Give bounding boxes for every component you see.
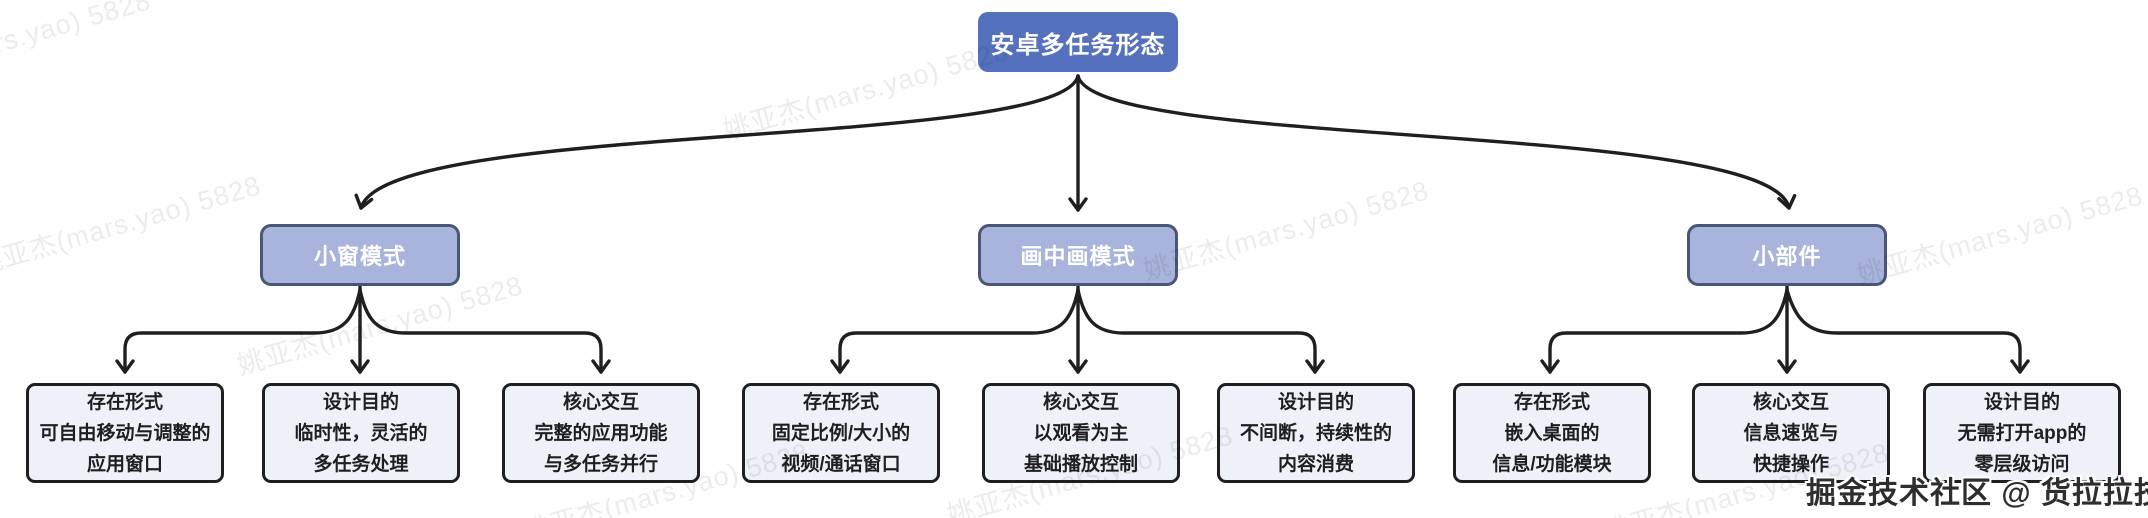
- root-node: 安卓多任务形态: [978, 12, 1178, 72]
- edge-branch3-leaf3: [1785, 288, 2030, 374]
- leaf-line: 以观看为主: [1033, 422, 1129, 444]
- leaf-line: 存在形式: [86, 391, 163, 413]
- leaf-line: 设计目的: [1983, 391, 2060, 413]
- leaf-node-existence-small-window: 存在形式 可自由移动与调整的 应用窗口: [26, 383, 224, 483]
- branch-node-pip: 画中画模式: [978, 224, 1178, 286]
- credit-watermark: 掘金技术社区 @ 货拉拉技术: [1806, 477, 2148, 510]
- leaf-line: 临时性，灵活的: [294, 422, 428, 444]
- leaf-node-purpose-pip: 设计目的 不间断，持续性的 内容消费: [1217, 383, 1415, 483]
- leaf-line: 存在形式: [1513, 391, 1590, 413]
- edge-branch1-leaf3: [358, 288, 611, 374]
- edge-branch1-leaf1: [115, 288, 362, 374]
- edge-root-to-widget: [1076, 74, 1797, 210]
- leaf-line: 应用窗口: [86, 453, 163, 475]
- leaf-node-interaction-pip: 核心交互 以观看为主 基础播放控制: [982, 383, 1180, 483]
- leaf-node-purpose-widget: 设计目的 无需打开app的 零层级访问: [1923, 383, 2121, 483]
- leaf-node-purpose-small-window: 设计目的 临时性，灵活的 多任务处理: [262, 383, 460, 483]
- leaf-line: 快捷操作: [1752, 453, 1829, 475]
- leaf-line: 无需打开app的: [1957, 422, 2087, 444]
- leaf-node-interaction-widget: 核心交互 信息速览与 快捷操作: [1692, 383, 1890, 483]
- leaf-line: 不间断，持续性的: [1239, 422, 1392, 444]
- leaf-line: 核心交互: [1042, 391, 1119, 413]
- leaf-line: 核心交互: [562, 391, 639, 413]
- leaf-node-existence-widget: 存在形式 嵌入桌面的 信息/功能模块: [1453, 383, 1651, 483]
- leaf-line: 嵌入桌面的: [1504, 422, 1600, 444]
- edge-branch2-leaf1: [830, 288, 1080, 374]
- leaf-line: 视频/通话窗口: [781, 453, 901, 475]
- leaf-line: 完整的应用功能: [534, 422, 668, 444]
- branch-node-small-window: 小窗模式: [260, 224, 460, 286]
- leaf-line: 固定比例/大小的: [771, 422, 911, 444]
- leaf-line: 核心交互: [1752, 391, 1829, 413]
- leaf-node-existence-pip: 存在形式 固定比例/大小的 视频/通话窗口: [742, 383, 940, 483]
- leaf-line: 信息速览与: [1743, 422, 1839, 444]
- leaf-line: 信息/功能模块: [1492, 453, 1612, 475]
- leaf-line: 设计目的: [1277, 391, 1354, 413]
- leaf-node-interaction-small-window: 核心交互 完整的应用功能 与多任务并行: [502, 383, 700, 483]
- leaf-line: 与多任务并行: [543, 453, 658, 475]
- edge-branch3-leaf1: [1540, 288, 1789, 374]
- leaf-line: 零层级访问: [1974, 453, 2070, 475]
- leaf-line: 设计目的: [322, 391, 399, 413]
- edge-branch2-leaf3: [1076, 288, 1325, 374]
- leaf-line: 基础播放控制: [1023, 453, 1138, 475]
- leaf-line: 多任务处理: [313, 453, 409, 475]
- leaf-line: 内容消费: [1277, 453, 1354, 475]
- edge-root-to-small-window: [354, 74, 1080, 210]
- leaf-line: 可自由移动与调整的: [39, 422, 211, 444]
- leaf-line: 存在形式: [802, 391, 879, 413]
- branch-node-widget: 小部件: [1687, 224, 1887, 286]
